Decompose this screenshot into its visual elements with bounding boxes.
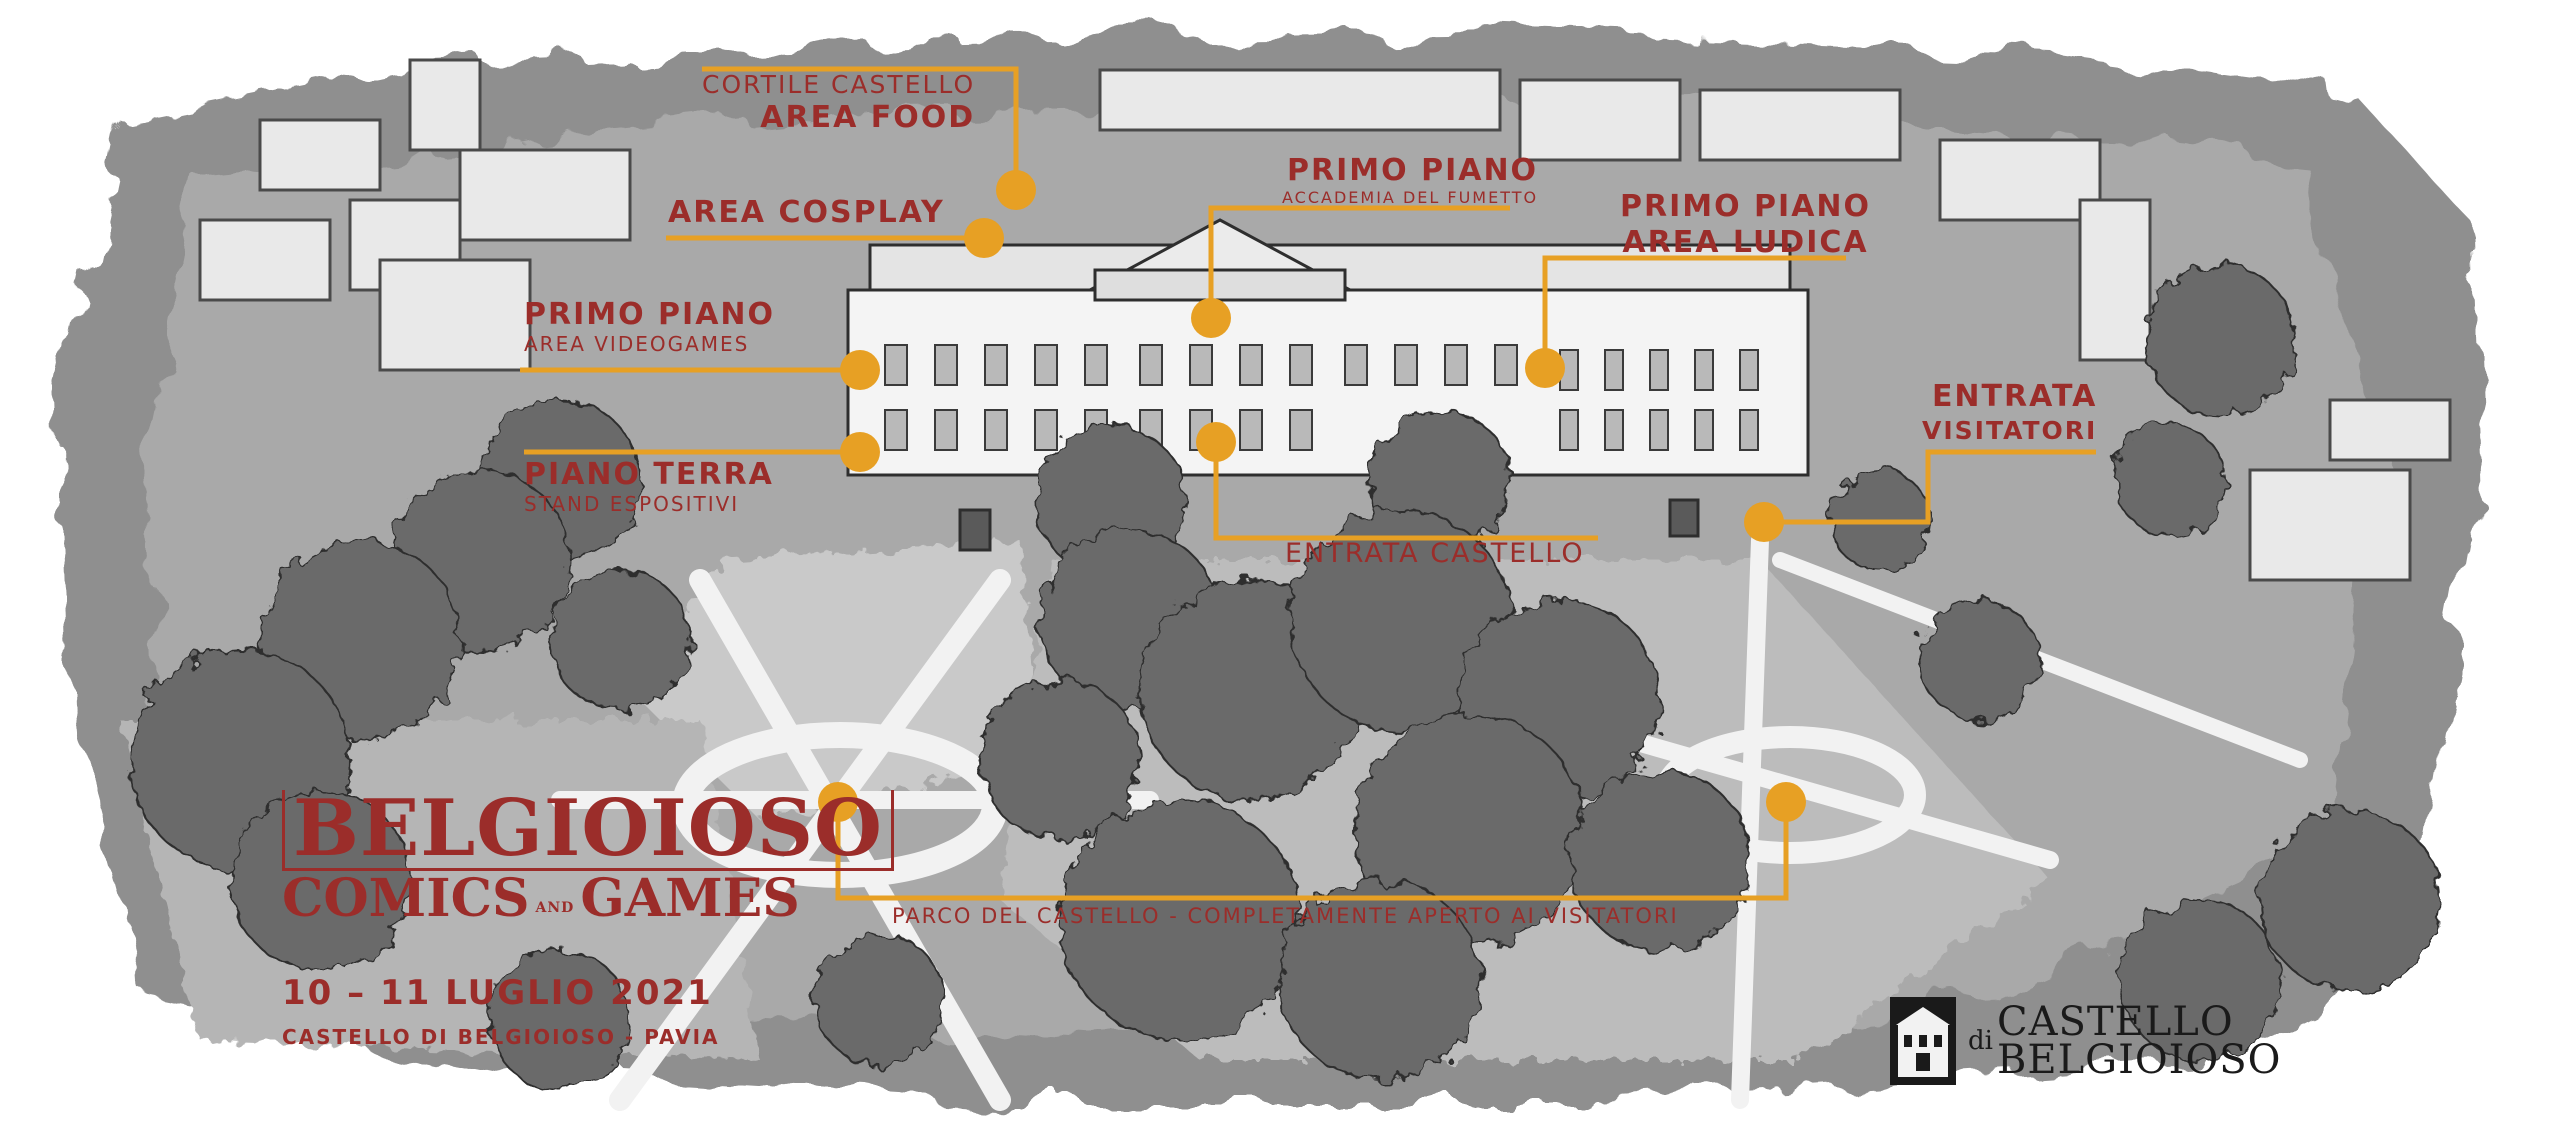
town-buildings — [198, 58, 2452, 582]
line-accademia — [1208, 205, 1510, 318]
event-name: BELGIOIOSO — [293, 783, 883, 874]
castle-logo-line1: CASTELLO — [1996, 999, 2234, 1045]
line-entrata-visitatori — [1764, 449, 2096, 525]
label-text: PRIMO PIANO — [1620, 189, 1872, 224]
map-markers — [818, 170, 1806, 822]
label-text: PARCO DEL CASTELLO - COMPLETAMENTE APERT… — [892, 904, 1679, 928]
label-text: AREA LUDICA — [1622, 225, 1869, 260]
label-area-cosplay: AREA COSPLAY — [668, 198, 945, 228]
label-text: ACCADEMIA DEL FUMETTO — [1282, 188, 1539, 207]
marker-videogames — [840, 350, 880, 390]
label-text: PRIMO PIANO — [524, 297, 776, 332]
label-text: VISITATORI — [1922, 416, 2098, 445]
label-text: ENTRATA — [1931, 379, 2098, 414]
marker-cortile — [996, 170, 1036, 210]
event-comics: COMICS — [282, 868, 530, 929]
label-text: CORTILE CASTELLO — [702, 70, 976, 99]
label-parco-castello: PARCO DEL CASTELLO - COMPLETAMENTE APERT… — [892, 906, 1679, 927]
marker-entrata-castello — [1196, 422, 1236, 462]
label-text: PRIMO PIANO — [1287, 153, 1539, 188]
marker-accademia — [1191, 298, 1231, 338]
marker-entrata-visitatori — [1744, 502, 1784, 542]
label-text: AREA FOOD — [760, 100, 976, 135]
event-games: GAMES — [580, 868, 800, 929]
castle-building — [846, 218, 1810, 552]
line-ludica — [1542, 255, 1846, 368]
line-cortile — [702, 66, 1019, 190]
event-logo-box: BELGIOIOSO — [282, 790, 894, 871]
marker-ludica — [1525, 348, 1565, 388]
label-entrata-castello: ENTRATA CASTELLO — [1285, 540, 1585, 567]
castle-logo-di: di — [1968, 1026, 1993, 1056]
label-entrata-visitatori: ENTRATA VISITATORI — [1922, 379, 2098, 445]
tree-canopies — [129, 264, 2441, 1091]
event-place: CASTELLO DI BELGIOIOSO - PAVIA — [282, 1025, 720, 1049]
event-and: AND — [535, 900, 575, 916]
label-text: AREA VIDEOGAMES — [524, 332, 750, 356]
label-primo-piano-videogames: PRIMO PIANO AREA VIDEOGAMES — [524, 297, 776, 356]
marker-parco-right — [1766, 782, 1806, 822]
marker-piano-terra — [840, 432, 880, 472]
line-entrata-castello — [1213, 442, 1598, 541]
marker-cosplay — [964, 218, 1004, 258]
castle-logo: di CASTELLO BELGIOIOSO — [1888, 995, 2281, 1087]
label-text: STAND ESPOSITIVI — [524, 492, 740, 516]
label-text: AREA COSPLAY — [668, 195, 945, 230]
castle-building-icon — [1890, 997, 1956, 1085]
castle-logo-names: CASTELLO BELGIOIOSO — [1996, 999, 2282, 1083]
event-subtitle: COMICS AND GAMES — [282, 873, 894, 925]
label-text: PIANO TERRA — [524, 457, 774, 492]
label-primo-piano-accademia: PRIMO PIANO ACCADEMIA DEL FUMETTO — [1282, 156, 1538, 206]
line-parco — [835, 802, 1789, 901]
marker-parco-left — [818, 782, 858, 822]
label-piano-terra: PIANO TERRA STAND ESPOSITIVI — [524, 457, 774, 516]
event-date: 10 – 11 LUGLIO 2021 — [282, 973, 713, 1013]
event-logo: BELGIOIOSO COMICS AND GAMES 10 – 11 LUGL… — [282, 790, 894, 1049]
label-primo-piano-ludica: PRIMO PIANO AREA LUDICA — [1620, 192, 1871, 258]
leader-lines — [520, 66, 2096, 901]
label-cortile-area-food: CORTILE CASTELLO AREA FOOD — [702, 72, 975, 133]
label-text: ENTRATA CASTELLO — [1285, 538, 1585, 569]
castle-logo-line2: BELGIOIOSO — [1996, 1037, 2282, 1083]
